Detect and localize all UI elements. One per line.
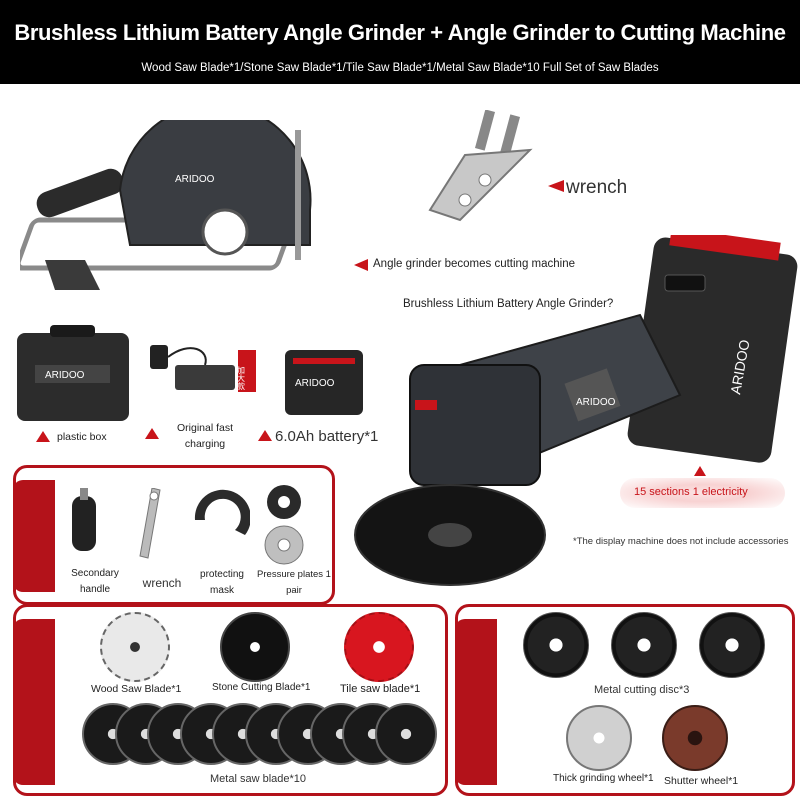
arrow-box-icon	[36, 431, 50, 442]
grinder-brand: ARIDOO	[576, 397, 616, 408]
wrench-image	[428, 110, 533, 222]
arrow-cutting-icon	[354, 259, 368, 271]
wood-blade-label: Wood Saw Blade*1	[91, 683, 182, 695]
stone-blade-image	[220, 612, 290, 682]
disclaimer-text: *The display machine does not include ac…	[573, 536, 789, 547]
plates-label-2: pair	[286, 585, 302, 596]
blades-panel-stripe	[13, 619, 55, 785]
metal-cutting-disc	[699, 612, 765, 678]
metal-saw-blade	[374, 703, 437, 765]
charging-line-2: charging	[184, 438, 226, 450]
grinder-label: Brushless Lithium Battery Angle Grinder?	[403, 298, 614, 310]
charging-line-1: Original fast	[176, 422, 234, 434]
charging-label: Original fast charging	[165, 420, 245, 452]
mask-label-1: protecting	[200, 569, 244, 580]
electricity-label: 15 sections 1 electricity	[634, 486, 748, 498]
metal-cutting-label: Metal cutting disc*3	[594, 684, 690, 696]
arrow-electricity-icon	[694, 466, 706, 476]
plastic-box-label: plastic box	[57, 431, 107, 443]
battery-label: 6.0Ah battery*1	[275, 428, 379, 445]
shutter-wheel-label: Shutter wheel*1	[664, 775, 739, 787]
mask-label-2: mask	[210, 585, 234, 596]
charger-image: 加大款	[150, 345, 256, 392]
header-bar	[0, 0, 800, 84]
battery-image: ARIDOO	[285, 350, 363, 415]
angle-grinder-image: ARIDOO ARIDOO	[354, 235, 798, 586]
accessory-item: protecting mask	[190, 567, 254, 599]
wrench-small-image	[139, 488, 161, 559]
cutting-machine-label: Angle grinder becomes cutting machine	[373, 258, 576, 270]
accessories-panel-stripe	[13, 480, 55, 592]
plates-label-1: Pressure plates 1	[257, 569, 331, 580]
metal-blade-label: Metal saw blade*10	[210, 773, 307, 785]
metal-cutting-disc	[611, 612, 677, 678]
handle-label-2: handle	[79, 584, 111, 595]
arrow-battery-icon	[258, 430, 272, 441]
handle-label-1: Secondary	[71, 568, 119, 579]
box-brand: ARIDOO	[45, 370, 85, 381]
pressure-plates-image	[264, 485, 304, 565]
thick-grinding-wheel-image	[566, 705, 632, 771]
secondary-handle-image	[72, 488, 96, 551]
protecting-mask-image	[194, 489, 250, 535]
wrench-small-label: wrench	[142, 576, 182, 590]
stand-brand: ARIDOO	[175, 174, 215, 185]
discs-panel-stripe	[455, 619, 497, 785]
page-title: Brushless Lithium Battery Angle Grinder …	[14, 20, 786, 45]
metal-cutting-disc	[523, 612, 589, 678]
wrench-label: wrench	[566, 177, 628, 198]
tile-blade-image	[344, 612, 414, 682]
accessory-item: Pressure plates 1 pair	[255, 567, 333, 599]
electricity-bubble	[620, 478, 785, 508]
shutter-wheel-image	[662, 705, 728, 771]
wood-saw-blade-image	[100, 612, 170, 682]
battery-brand: ARIDOO	[295, 378, 335, 389]
tile-blade-label: Tile saw blade*1	[340, 683, 421, 695]
accessory-item: Secondary handle	[63, 566, 127, 598]
charger-tag: 加大款	[237, 365, 246, 391]
cutting-stand-image: ARIDOO	[20, 120, 312, 290]
arrow-charger-icon	[145, 428, 159, 439]
plastic-box-image: ARIDOO	[17, 325, 129, 421]
page-subtitle: Wood Saw Blade*1/Stone Saw Blade*1/Tile …	[141, 62, 659, 74]
thick-grinding-label: Thick grinding wheel*1	[553, 773, 654, 784]
arrow-wrench-icon	[548, 180, 564, 192]
stone-blade-label: Stone Cutting Blade*1	[212, 682, 311, 693]
